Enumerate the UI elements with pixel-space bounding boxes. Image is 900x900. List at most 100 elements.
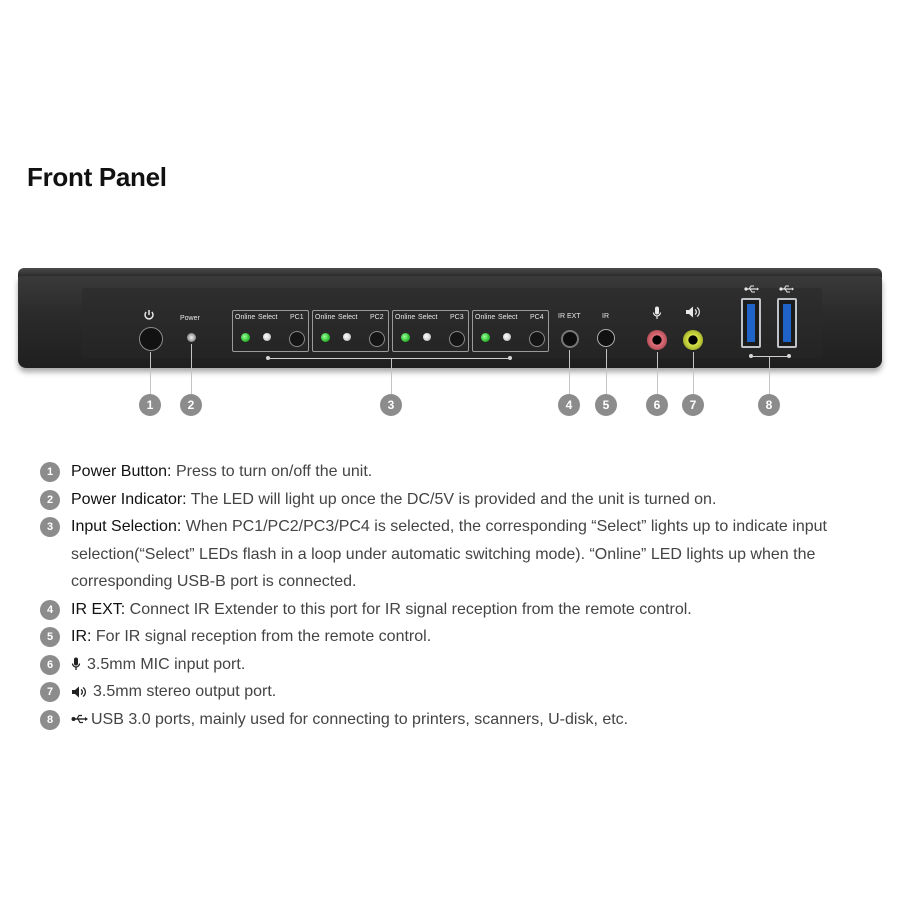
item-text: Connect IR Extender to this port for IR … (125, 600, 692, 618)
ir-ext-port (561, 330, 579, 348)
item-number: 1 (40, 462, 60, 482)
mic-jack (647, 330, 667, 350)
item-term: IR EXT: (71, 600, 126, 618)
select-label: Select (338, 314, 358, 321)
microphone-icon (652, 306, 662, 319)
speaker-icon (72, 686, 86, 698)
pc3-group: Online Select PC3 (392, 310, 469, 352)
group-connector-line (751, 356, 789, 357)
select-label: Select (418, 314, 438, 321)
callout-badge: 1 (139, 394, 161, 416)
pc2-label: PC2 (370, 314, 384, 321)
select-led (263, 333, 271, 341)
pc1-label: PC1 (290, 314, 304, 321)
select-label: Select (498, 314, 518, 321)
select-led (503, 333, 511, 341)
connector-dot (787, 354, 791, 358)
power-button (139, 327, 163, 351)
item-number: 7 (40, 682, 60, 702)
item-number: 8 (40, 709, 60, 730)
callout-badge: 7 (682, 394, 704, 416)
callout-badge: 6 (646, 394, 668, 416)
feature-list: 1 Power Button: Press to turn on/off the … (40, 458, 870, 733)
leader-line (769, 357, 770, 394)
leader-line (191, 344, 192, 394)
item-text: 3.5mm stereo output port. (93, 683, 277, 700)
ir-receiver (597, 329, 615, 347)
usb-port-1 (741, 298, 761, 348)
leader-line (391, 359, 392, 394)
pc2-button (369, 331, 385, 347)
online-label: Online (475, 314, 496, 321)
item-number: 5 (40, 627, 60, 647)
callout-badge: 3 (380, 394, 402, 416)
usb-icon (71, 715, 88, 724)
usb-icon (779, 285, 794, 293)
feature-item: 4 IR EXT: Connect IR Extender to this por… (40, 596, 870, 624)
device-top-edge (18, 268, 882, 278)
leader-line (606, 349, 607, 394)
item-text: For IR signal reception from the remote … (91, 628, 432, 645)
item-number: 2 (40, 489, 60, 510)
item-term: IR: (71, 628, 92, 645)
online-label: Online (315, 314, 336, 321)
microphone-icon (71, 657, 81, 671)
online-led (401, 333, 410, 342)
leader-line (693, 352, 694, 394)
pc3-button (449, 331, 465, 347)
item-text: USB 3.0 ports, mainly used for connectin… (91, 710, 629, 728)
online-label: Online (395, 314, 416, 321)
pc1-group: Online Select PC1 (232, 310, 309, 352)
online-label: Online (235, 314, 256, 321)
usb-port-tongue (783, 304, 791, 342)
pc4-group: Online Select PC4 (472, 310, 549, 352)
item-number: 3 (40, 517, 60, 537)
pc1-button (289, 331, 305, 347)
item-term: Power Button: (71, 463, 172, 480)
select-led (423, 333, 431, 341)
online-led (241, 333, 250, 342)
group-connector-line (268, 358, 510, 359)
leader-line (569, 350, 570, 394)
feature-item: 6 3.5mm MIC input port. (40, 651, 870, 679)
pc4-label: PC4 (530, 314, 544, 321)
feature-item: 8 USB 3.0 ports, mainly used for connect… (40, 706, 870, 734)
item-text: When PC1/PC2/PC3/PC4 is selected, the co… (71, 518, 827, 590)
callout-badge: 5 (595, 394, 617, 416)
pc4-button (529, 331, 545, 347)
item-text: The LED will light up once the DC/5V is … (186, 490, 717, 508)
item-text: 3.5mm MIC input port. (87, 655, 246, 673)
callout-badge: 2 (180, 394, 202, 416)
item-term: Power Indicator: (71, 490, 187, 508)
select-led (343, 333, 351, 341)
usb-port-2 (777, 298, 797, 348)
item-text: Press to turn on/off the unit. (171, 463, 373, 480)
ir-ext-label: IR EXT (558, 313, 581, 320)
pc2-group: Online Select PC2 (312, 310, 389, 352)
online-led (321, 333, 330, 342)
speaker-icon (686, 306, 700, 318)
usb-port-tongue (747, 304, 755, 342)
callout-badge: 4 (558, 394, 580, 416)
online-led (481, 333, 490, 342)
feature-item: 7 3.5mm stereo output port. (40, 678, 870, 706)
power-icon (144, 310, 154, 320)
power-label: Power (180, 315, 200, 322)
feature-item: 3 Input Selection: When PC1/PC2/PC3/PC4 i… (40, 513, 870, 596)
feature-item: 2 Power Indicator: The LED will light up … (40, 486, 870, 514)
item-term: Input Selection: (71, 518, 182, 535)
item-number: 6 (40, 654, 60, 675)
leader-line (657, 352, 658, 394)
power-indicator-led (187, 333, 196, 342)
audio-out-jack (683, 330, 703, 350)
ir-label: IR (602, 313, 609, 320)
page-title: Front Panel (27, 162, 167, 192)
select-label: Select (258, 314, 278, 321)
pc3-label: PC3 (450, 314, 464, 321)
feature-item: 5 IR: For IR signal reception from the re… (40, 623, 870, 651)
item-number: 4 (40, 599, 60, 620)
connector-dot (508, 356, 512, 360)
callout-badge: 8 (758, 394, 780, 416)
leader-line (150, 352, 151, 394)
feature-item: 1 Power Button: Press to turn on/off the … (40, 458, 870, 486)
